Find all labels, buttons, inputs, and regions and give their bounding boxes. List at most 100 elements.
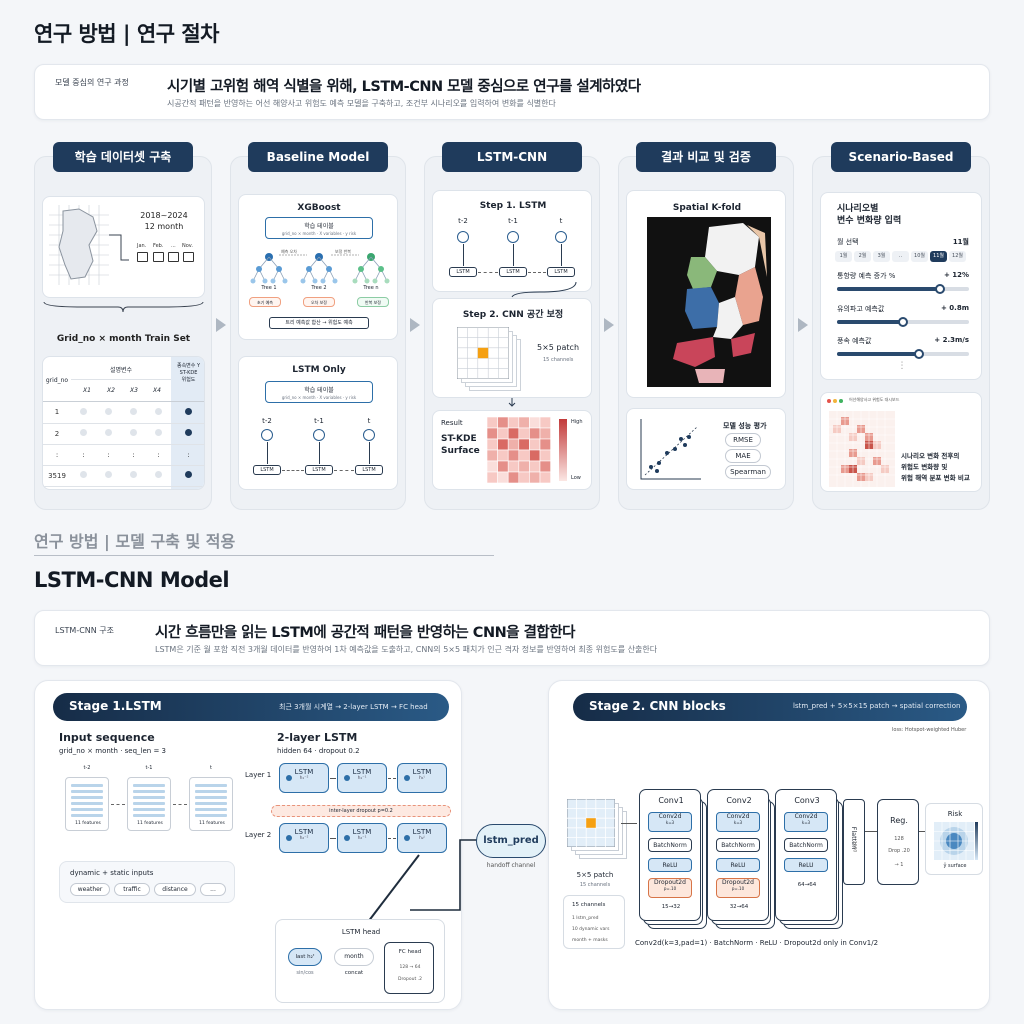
patch-grid-icon [567, 799, 615, 847]
tree-label: Tree 2 [311, 285, 327, 291]
section1-title: 연구 방법 | 연구 절차 [34, 22, 219, 46]
calendar-icon [137, 252, 148, 262]
time-label: t-1 [508, 217, 518, 225]
slider-label: 통항량 예측 증가 % [837, 272, 896, 280]
input-chip: distance [154, 883, 196, 896]
step2-panel: Step 2. CNN 공간 보정 5×5 patch 15 channels [432, 298, 592, 398]
lstm-cell-l2: LSTM h₂⁻² [279, 823, 329, 853]
flow-arrow-icon [410, 318, 420, 332]
colorbar [559, 419, 567, 481]
month-chip-selected[interactable]: 11월 [930, 251, 947, 262]
cell-dot-icon [344, 835, 350, 841]
column-compare-title: 결과 비교 및 검증 [636, 142, 776, 172]
dataset-period: 2018~2024 [140, 211, 188, 220]
stage1-panel: Stage 1.LSTM 최근 3개월 시계열 → 2-layer LSTM →… [34, 680, 462, 1010]
result-panel: Result ST-KDE Surface High Low [432, 410, 592, 490]
channels-box: 15 channels 1 lstm_pred 10 dynamic vars … [563, 895, 625, 949]
x-col: X1 [83, 387, 91, 394]
tree-label: Tree n [363, 285, 379, 291]
risk-output: Risk ŷ surface [925, 803, 983, 875]
kfold-map [647, 217, 771, 387]
slider-value: + 2.3m/s [934, 336, 969, 344]
input-seq-title: Input sequence [59, 731, 155, 744]
stage2-footer: Conv2d(k=3,pad=1) · BatchNorm · ReLU · D… [635, 939, 879, 947]
month-chip[interactable]: 12월 [949, 251, 966, 262]
column-scenario-title: Scenario-Based [831, 142, 971, 172]
time-node [457, 231, 469, 243]
calendar-icon [153, 252, 164, 262]
slider-track[interactable] [837, 349, 969, 359]
time-label: t [559, 217, 563, 225]
lstm-cell: LSTM [253, 465, 281, 475]
input-chip: ... [200, 883, 226, 896]
column-lstm-cnn-title: LSTM-CNN [442, 142, 582, 172]
stage2-header: Stage 2. CNN blocks lstm_pred + 5×5×15 p… [573, 693, 967, 721]
table-header-target: 종속변수 Y ST-KDE 위험도 [176, 363, 201, 383]
lstm-cell: LSTM [355, 465, 383, 475]
slider-knob[interactable] [934, 284, 945, 294]
metric-chip: MAE [725, 449, 761, 463]
patch-label2: 5×5 patch [576, 871, 614, 879]
patch-grid [456, 326, 510, 380]
time-label: t [367, 417, 371, 425]
time-node [363, 429, 375, 441]
fc-head: FC head 128 → 64 Dropout .2 [384, 942, 434, 994]
dashboard-window: 어선해양사고 위험도 대시보드 시나리오 변화 전후의 위험도 변화량 및 위험… [820, 392, 982, 492]
x-col: X3 [130, 387, 138, 394]
lstm-only-panel: LSTM Only 학습 테이블 grid_no × month · X var… [238, 356, 398, 490]
stage1-header: Stage 1.LSTM 최근 3개월 시계열 → 2-layer LSTM →… [53, 693, 449, 721]
seq-time: t [210, 765, 212, 771]
feature-block: 11 features [65, 777, 109, 831]
month-chip[interactable]: 3월 [873, 251, 890, 262]
flow-arrow-icon [798, 318, 808, 332]
lstm-cell: LSTM [305, 465, 333, 475]
table-row: :::::: [43, 444, 204, 466]
lstm2-sub: hidden 64 · dropout 0.2 [277, 747, 360, 755]
lstm-cell-l2: LSTM h₂ᵗ [397, 823, 447, 853]
window-dot-icon [827, 399, 831, 403]
month-chip[interactable]: 1월 [835, 251, 852, 262]
cell-dot-icon [344, 775, 350, 781]
month-chip[interactable]: .. [892, 251, 909, 262]
slider-knob[interactable] [898, 317, 908, 327]
step1-title: Step 1. LSTM [479, 201, 547, 211]
time-label: t-2 [262, 417, 272, 425]
patch-sub: 15 channels [579, 882, 611, 888]
slider-track[interactable] [837, 317, 969, 327]
trainset-label: Grid_no × month Train Set [56, 334, 191, 344]
lstm-cell-l1: LSTM h₁⁻² [279, 763, 329, 793]
down-arrow-icon [508, 398, 516, 407]
lstm-cell-l2: LSTM h₂⁻¹ [337, 823, 387, 853]
inputs-label: dynamic + static inputs [70, 869, 154, 877]
month-chip[interactable]: 10월 [911, 251, 928, 262]
month-label: 월 선택 [837, 238, 859, 246]
stage1-desc: 최근 3개월 시계열 → 2-layer LSTM → FC head [279, 703, 428, 711]
stage2-panel: Stage 2. CNN blocks lstm_pred + 5×5×15 p… [548, 680, 990, 1010]
cal-label-1: Jan. [137, 243, 147, 249]
scenario-panel-title: 시나리오별 변수 변화량 입력 [837, 204, 902, 226]
month-chip[interactable]: 2월 [854, 251, 871, 262]
lstm-head-box: LSTM head last h₂ᵗ sin/cos month concat … [275, 919, 445, 1003]
slider-label: 풍속 예측값 [837, 337, 872, 345]
banner-tag: 모델 중심의 연구 과정 [55, 78, 129, 87]
risk-colorbar [975, 822, 978, 860]
trainset-table: grid_no 설명변수 종속변수 Y ST-KDE 위험도 X1 X2 X3 … [42, 356, 205, 490]
step2-title: Step 2. CNN 공간 보정 [462, 310, 564, 320]
slider-track[interactable] [837, 284, 969, 294]
more-icon: ⋮ [897, 361, 907, 371]
cal-label-2: Feb. [153, 243, 164, 249]
section2-title: 연구 방법 | 모델 구축 및 적용 [34, 532, 236, 551]
window-dot-icon [833, 399, 837, 403]
time-label: t-2 [458, 217, 468, 225]
scatter-plot-icon [640, 419, 701, 480]
cell-dot-icon [286, 835, 292, 841]
slider-knob[interactable] [913, 349, 924, 359]
edge-tag: 예측 오차 [281, 249, 297, 254]
time-label: t-1 [314, 417, 324, 425]
heatmap-icon [487, 417, 551, 483]
cell-dot-icon [404, 835, 410, 841]
result-name: ST-KDE Surface [441, 434, 480, 456]
dataset-months: 12 month [144, 222, 184, 231]
